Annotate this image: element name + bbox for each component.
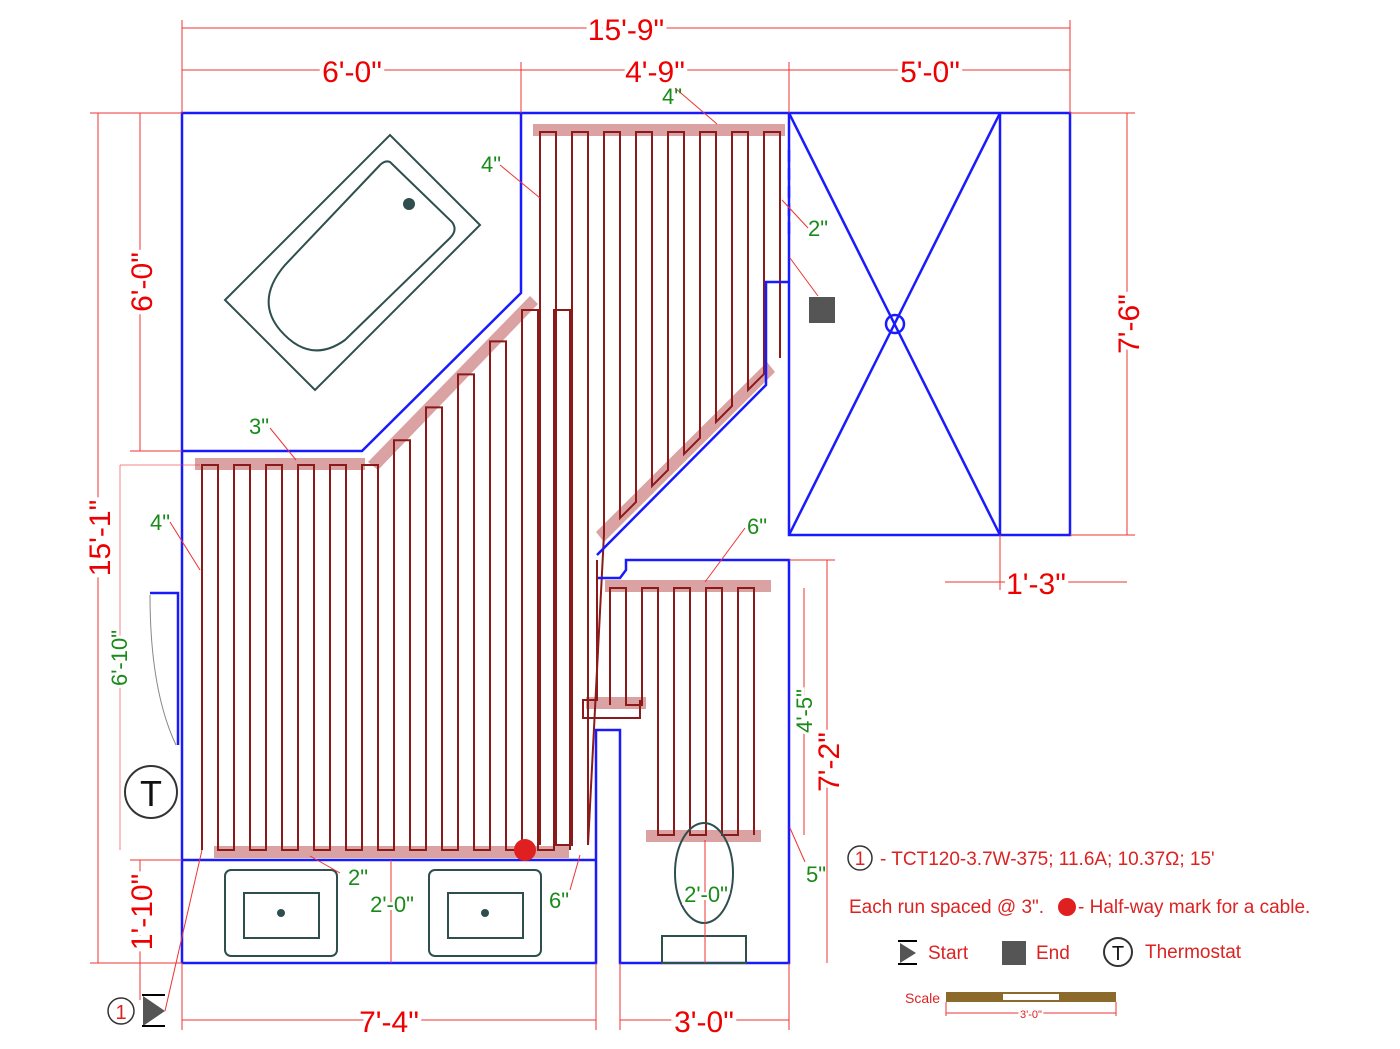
start-icon [898,940,917,965]
halfway-mark [514,839,536,861]
dimension-labels: 15'-9" 6'-0" 4'-9" 5'-0" 15'-1" 6'-0" 1'… [80,10,1150,1043]
cable-run-upper [539,131,781,846]
svg-text:6'-0": 6'-0" [322,56,382,89]
cable-run-wc [609,587,755,836]
svg-text:4'-5": 4'-5" [792,689,817,733]
svg-text:3'-0": 3'-0" [674,1006,734,1039]
svg-text:End: End [1036,943,1070,964]
svg-text:T: T [140,773,162,814]
svg-text:- TCT120-3.7W-375; 11.6A; 10.3: - TCT120-3.7W-375; 11.6A; 10.37Ω; 15' [880,849,1215,870]
bathtub [223,133,482,392]
thermostat-icon [1103,937,1133,967]
svg-text:5": 5" [806,862,826,887]
svg-text:7'-6": 7'-6" [1113,294,1146,354]
toilet [661,822,747,964]
svg-text:6'-0": 6'-0" [126,252,159,312]
svg-text:1: 1 [115,1002,126,1024]
svg-text:1'-10": 1'-10" [126,874,159,950]
svg-text:Start: Start [928,943,969,964]
svg-text:15'-9": 15'-9" [588,14,664,47]
svg-text:3": 3" [249,414,269,439]
svg-text:2": 2" [808,216,828,241]
svg-text:7'-2": 7'-2" [813,732,846,792]
legend: 1 - TCT120-3.7W-375; 11.6A; 10.37Ω; 15' … [847,845,1310,1023]
cable-start: 1 [107,849,203,1027]
svg-text:6": 6" [747,514,767,539]
svg-text:6": 6" [549,888,569,913]
svg-text:2'-0": 2'-0" [684,882,728,907]
svg-text:4": 4" [662,84,682,109]
svg-text:5'-0": 5'-0" [900,56,960,89]
halfway-legend-icon [1058,898,1076,916]
svg-text:1'-3": 1'-3" [1006,568,1066,601]
svg-text:4": 4" [150,510,170,535]
spacing-notes: 4" 4" 2" 3" 4" 6'-10" 6" 4'-5" 2" 2'-0" … [104,84,828,920]
svg-text:Each run spaced @ 3".: Each run spaced @ 3". [849,897,1044,918]
svg-text:2": 2" [348,865,368,890]
svg-text:2'-0": 2'-0" [370,892,414,917]
dimension-lines [90,20,1135,1030]
svg-text:- Half-way mark for a cable.: - Half-way mark for a cable. [1078,897,1310,918]
svg-text:4": 4" [481,152,501,177]
svg-text:15'-1": 15'-1" [84,500,117,576]
cable-run-main [201,309,571,851]
svg-text:7'-4": 7'-4" [359,1006,419,1039]
shower-drain [884,313,906,335]
svg-text:T: T [1112,943,1124,965]
scale-bar: 3'-0" [945,992,1117,1023]
svg-text:6'-10": 6'-10" [107,630,132,686]
heating-cable [201,131,781,851]
svg-text:Thermostat: Thermostat [1145,942,1242,963]
svg-text:4'-9": 4'-9" [625,56,685,89]
end-marker [809,297,835,323]
svg-text:3'-0": 3'-0" [1020,1009,1042,1021]
svg-text:1: 1 [855,849,866,870]
door [150,591,180,745]
vanity-sinks [224,869,542,957]
end-icon [1002,941,1026,965]
walls [149,111,1072,965]
svg-text:Scale: Scale [905,990,940,1006]
thermostat: T [124,765,178,819]
